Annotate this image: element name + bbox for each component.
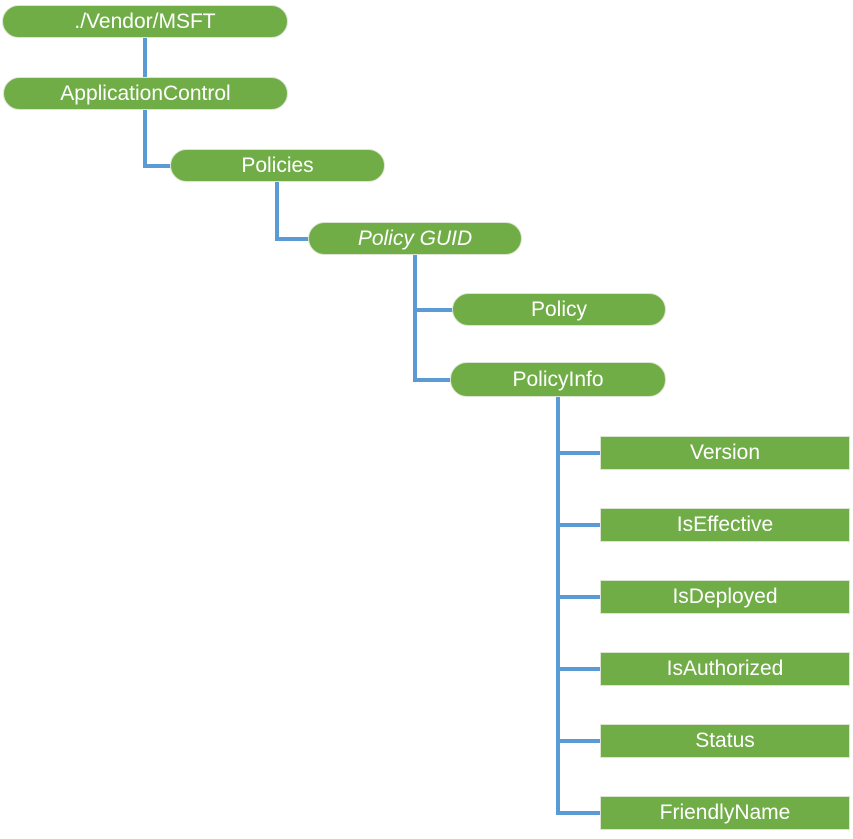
connector-policies-policyguid-horizontal	[275, 237, 311, 241]
connector-appcontrol-policies-vertical	[143, 109, 147, 168]
connector-policyinfo-isdeployed-horizontal	[556, 595, 602, 599]
connector-policyinfo-status-horizontal	[556, 739, 602, 743]
node-vendor-msft: ./Vendor/MSFT	[2, 5, 288, 38]
node-policies: Policies	[170, 149, 385, 182]
connector-appcontrol-policies-horizontal	[143, 164, 173, 168]
node-is-deployed: IsDeployed	[600, 580, 850, 614]
node-policy-info: PolicyInfo	[450, 362, 666, 397]
node-is-effective: IsEffective	[600, 508, 850, 542]
node-application-control: ApplicationControl	[3, 77, 288, 110]
node-policy-guid: Policy GUID	[308, 222, 522, 255]
node-is-authorized: IsAuthorized	[600, 652, 850, 686]
connector-policyinfo-trunk-vertical	[556, 396, 560, 815]
connector-policyinfo-version-horizontal	[556, 451, 602, 455]
connector-policyinfo-iseffective-horizontal	[556, 523, 602, 527]
connector-policies-policyguid-vertical	[275, 181, 279, 241]
node-policy: Policy	[452, 293, 666, 326]
connector-root-appcontrol-vertical	[143, 37, 147, 78]
node-version: Version	[600, 436, 850, 470]
connector-policyinfo-isauthorized-horizontal	[556, 667, 602, 671]
connector-policyguid-policyinfo-horizontal	[413, 378, 453, 382]
connector-policyinfo-friendlyname-horizontal	[556, 811, 602, 815]
connector-policyguid-policy-horizontal	[413, 308, 455, 312]
node-status: Status	[600, 724, 850, 758]
node-friendly-name: FriendlyName	[600, 796, 850, 830]
connector-policyguid-trunk-vertical	[413, 255, 417, 382]
